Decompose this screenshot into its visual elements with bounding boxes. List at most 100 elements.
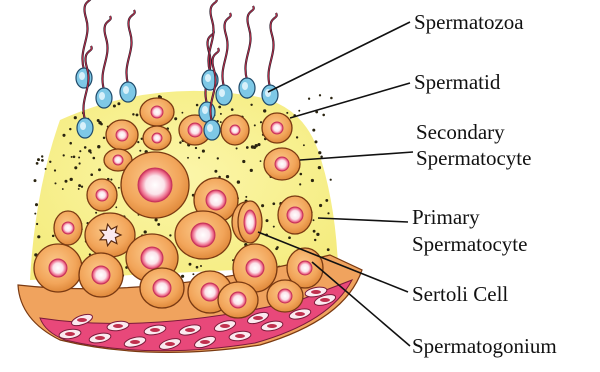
spermatid-highlight	[207, 124, 213, 132]
dot	[260, 160, 262, 162]
leader-spermatid	[290, 83, 410, 118]
dot	[313, 219, 315, 221]
dot	[52, 235, 55, 238]
dot	[322, 114, 325, 117]
label-spermatogonium: Spermatogonium	[412, 334, 557, 358]
sperm-tail	[222, 13, 230, 87]
dot	[155, 218, 158, 221]
nucleus	[92, 266, 110, 284]
myoid-nucleus	[220, 324, 230, 328]
dot	[73, 156, 76, 159]
dot	[299, 183, 301, 185]
dot	[220, 113, 222, 115]
dot	[200, 265, 202, 267]
dot	[137, 141, 139, 143]
nucleus	[151, 106, 163, 118]
myoid-nucleus	[185, 328, 195, 332]
myoid-nucleus	[113, 324, 123, 328]
label-spermatozoa: Spermatozoa	[414, 10, 524, 34]
nucleus	[188, 123, 202, 137]
dot	[92, 157, 95, 160]
dot	[45, 168, 47, 170]
dot	[218, 106, 221, 109]
nucleus	[278, 289, 292, 303]
dot	[220, 121, 222, 123]
dot	[245, 196, 247, 198]
dot	[251, 145, 254, 148]
spermatid-highlight	[219, 89, 225, 97]
nucleus	[275, 157, 289, 171]
dot	[260, 121, 262, 123]
dot	[41, 159, 44, 162]
nucleus	[230, 125, 240, 135]
dot	[110, 179, 112, 181]
dot	[117, 102, 120, 105]
nucleus	[141, 247, 163, 269]
myoid-nucleus	[95, 336, 105, 340]
dot	[34, 179, 37, 182]
dot	[273, 226, 275, 228]
dot	[327, 212, 329, 214]
dot	[242, 160, 245, 163]
dot	[314, 239, 316, 241]
dot	[64, 180, 67, 183]
nucleus	[298, 261, 312, 275]
dot	[257, 143, 260, 146]
dot	[325, 199, 328, 202]
dot	[136, 113, 139, 116]
dot	[78, 157, 80, 159]
dot	[95, 212, 97, 214]
nucleus	[113, 155, 123, 165]
dot	[157, 223, 160, 226]
dot	[88, 149, 91, 152]
dot	[214, 170, 217, 173]
nucleus	[116, 129, 128, 141]
dot	[311, 179, 314, 182]
dot	[115, 206, 117, 208]
dot	[78, 184, 81, 187]
dot	[217, 157, 219, 159]
sperm-tail	[126, 10, 134, 84]
dot	[303, 144, 305, 146]
dot	[37, 158, 40, 161]
myoid-nucleus	[295, 312, 305, 316]
dot	[316, 233, 319, 236]
dot	[318, 151, 321, 154]
dot	[308, 98, 310, 100]
nucleus	[230, 292, 246, 308]
spermatid-highlight	[99, 92, 105, 100]
dot	[90, 173, 93, 176]
dot	[298, 110, 300, 112]
dot	[139, 150, 141, 152]
spermatid-highlight	[123, 86, 129, 94]
dot	[198, 157, 200, 159]
dot	[288, 236, 291, 239]
label-sertoli: Sertoli Cell	[412, 282, 508, 306]
dot	[54, 182, 56, 184]
dot	[79, 150, 81, 152]
nucleus	[96, 189, 108, 201]
label-primary-1: Primary	[412, 205, 480, 229]
dot	[250, 104, 252, 106]
dot	[272, 202, 275, 205]
dot	[62, 134, 65, 137]
dot	[62, 188, 64, 190]
myoid-nucleus	[253, 316, 263, 320]
dot	[118, 187, 120, 189]
dot	[41, 155, 43, 157]
myoid-nucleus	[311, 290, 321, 294]
dot	[300, 173, 303, 176]
myoid-nucleus	[267, 324, 277, 328]
sperm-tail	[102, 16, 110, 90]
dot	[330, 179, 332, 181]
dot	[70, 178, 73, 181]
spermatid-highlight	[79, 72, 85, 80]
sperm-tail	[268, 13, 276, 87]
myoid-nucleus	[77, 318, 87, 322]
dot	[37, 235, 40, 238]
dot	[36, 223, 38, 225]
dot	[189, 263, 192, 266]
myoid-nucleus	[130, 340, 140, 344]
dot	[144, 230, 147, 233]
dot	[246, 146, 249, 149]
